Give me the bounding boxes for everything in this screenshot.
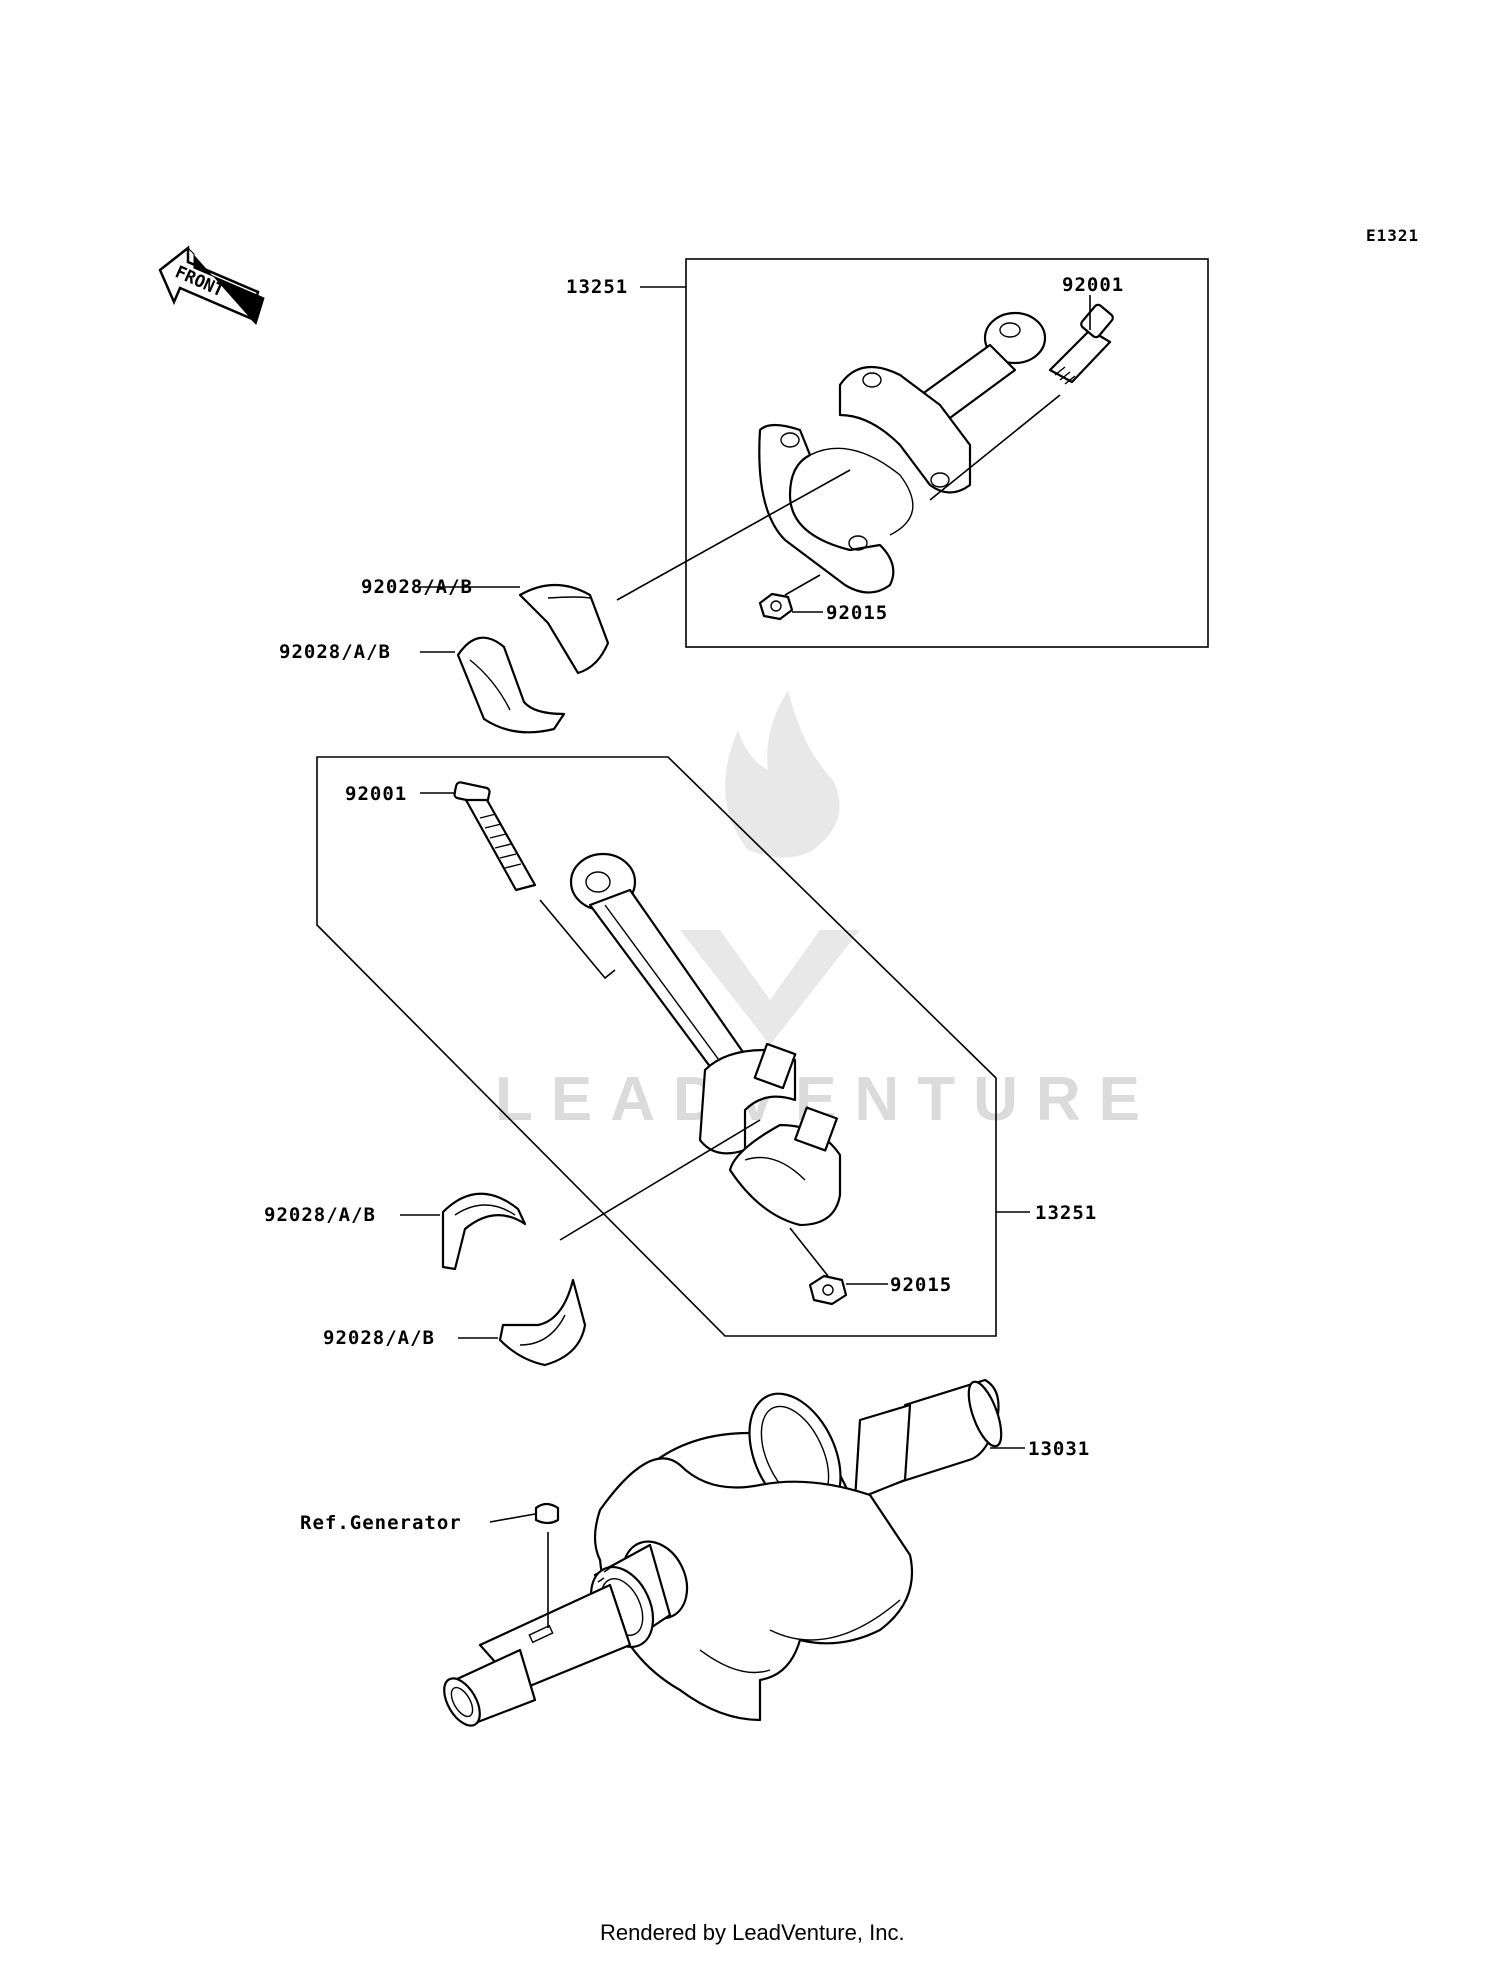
conrod-box-top (685, 258, 1209, 648)
label-bolt-mid: 92001 (345, 783, 407, 805)
label-conrod-top: 13251 (566, 276, 628, 298)
footer-credit: Rendered by LeadVenture, Inc. (600, 1920, 905, 1945)
label-bolt-top: 92001 (1062, 274, 1124, 296)
front-arrow-icon: FRONT (158, 245, 265, 325)
bearing-shell-top-2 (456, 636, 566, 734)
bearing-shell-mid-2 (498, 1278, 587, 1367)
label-crankshaft: 13031 (1028, 1438, 1090, 1460)
label-bearing-top-2: 92028/A/B (279, 641, 391, 663)
watermark-logo: LEADVENTURE (495, 690, 1140, 1134)
label-ref-generator: Ref.Generator (300, 1512, 462, 1534)
crankshaft (443, 1378, 1003, 1727)
label-bearing-mid-2: 92028/A/B (323, 1327, 435, 1349)
label-bearing-top-1: 92028/A/B (361, 576, 473, 598)
connecting-rod-mid (453, 781, 848, 1306)
label-bearing-mid-1: 92028/A/B (264, 1204, 376, 1226)
label-conrod-mid: 13251 (1035, 1202, 1097, 1224)
connecting-rod-top (758, 303, 1114, 621)
bearing-shell-mid-1 (441, 1192, 527, 1271)
conrod-box-mid (316, 756, 997, 1337)
diagram-code: E1321 (1366, 226, 1419, 245)
label-nut-top: 92015 (826, 602, 888, 624)
label-nut-mid: 92015 (890, 1274, 952, 1296)
bearing-shell-top-1 (518, 584, 610, 675)
